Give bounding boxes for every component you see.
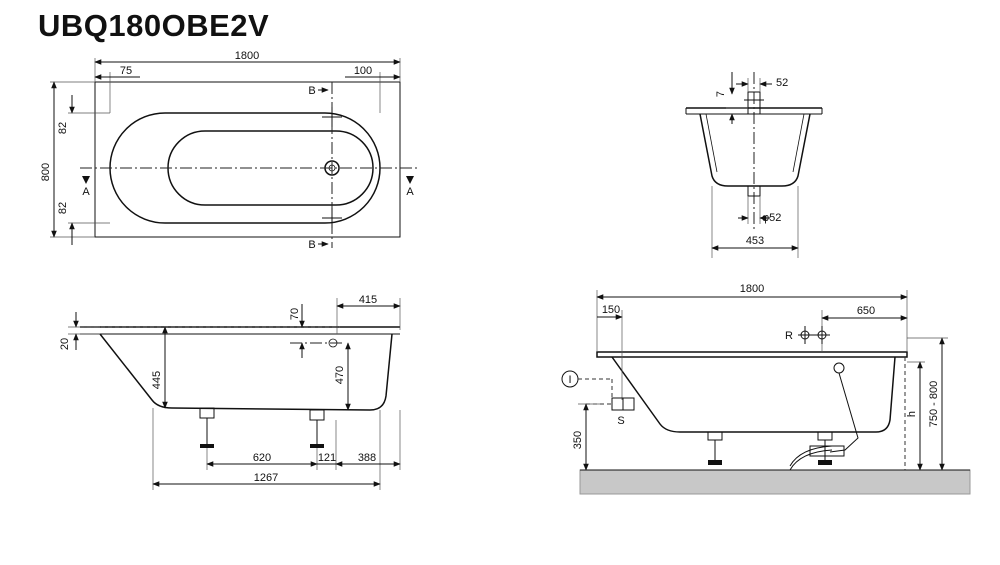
tub-side-profile [99, 333, 393, 411]
dim-right-offset-label: 100 [354, 65, 372, 77]
leg-foot-left [200, 444, 214, 448]
dim-install-width-label: 1800 [740, 283, 764, 295]
side-view: 415 70 20 445 470 620 121 388 [59, 294, 401, 490]
floor-slab [579, 469, 971, 495]
dim-bottom-offset-label: 82 [57, 202, 69, 214]
marker-s: S [617, 415, 624, 427]
tub-install-profile [611, 356, 896, 433]
section-a-label-right: A [406, 186, 414, 198]
section-a-label-left: A [82, 186, 90, 198]
dim-leg-span-label: 1267 [254, 472, 278, 484]
leg-foot-right [310, 444, 324, 448]
top-view: 1800 75 100 800 82 82 A A B B [40, 50, 418, 251]
dim-drain-height-label: 350 [572, 431, 584, 449]
section-b-label-top: B [308, 85, 315, 97]
dim-rim-label: 7 [715, 91, 727, 97]
dim-leg-end-label: 388 [358, 452, 376, 464]
dim-overflow-height-label: 470 [334, 366, 346, 384]
dim-top-offset-label: 82 [57, 122, 69, 134]
dim-drain-diameter-label: φ52 [762, 212, 781, 224]
tub-cross-section [699, 113, 811, 187]
section-a-arrow-right [406, 176, 414, 184]
marker-i: I [568, 374, 571, 386]
dim-height-range-label: 750 - 800 [928, 381, 940, 427]
marker-r: R [785, 330, 793, 342]
dim-rim-thickness-label: 20 [59, 338, 71, 350]
overflow-fitting [833, 362, 845, 374]
dim-top-width-label: 52 [776, 77, 788, 89]
dim-install-left-offset-label: 150 [602, 304, 620, 316]
tub-rim-install [596, 351, 908, 358]
dim-side-right-offset-label: 415 [359, 294, 377, 306]
dim-height-h-label: h [906, 411, 918, 417]
tub-outline-top [94, 81, 401, 238]
section-view: 52 7 φ52 453 [685, 72, 823, 258]
dim-overflow-offset-label: 70 [289, 308, 301, 320]
dim-install-right-offset-label: 650 [857, 305, 875, 317]
dim-overall-height-label: 800 [40, 163, 52, 181]
dim-overall-width-label: 1800 [235, 50, 259, 62]
product-code-title: UBQ180OBE2V [38, 8, 270, 43]
dim-left-offset-label: 75 [120, 65, 132, 77]
dim-depth-label: 445 [151, 371, 163, 389]
section-b-label-bottom: B [308, 239, 315, 251]
dim-leg-gap-label: 121 [318, 452, 336, 464]
install-view: 1800 150 650 R I S 350 h [561, 283, 971, 495]
dim-leg-spacing-label: 620 [253, 452, 271, 464]
dim-bottom-width-label: 453 [746, 235, 764, 247]
section-a-arrow-left [82, 176, 90, 184]
